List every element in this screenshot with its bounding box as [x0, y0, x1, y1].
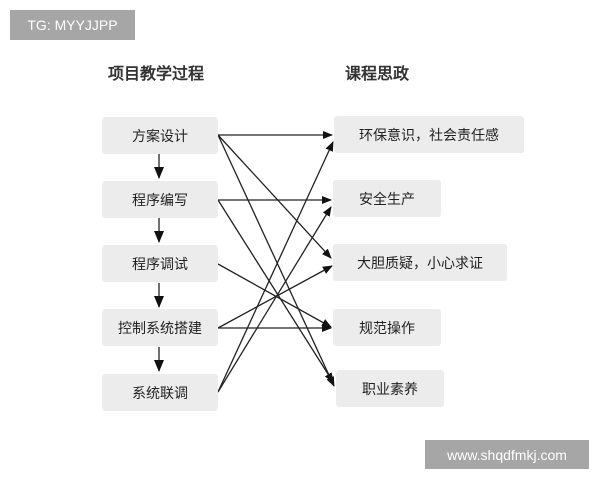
map-arrow-L5-R2 [217, 206, 332, 393]
map-arrow-L4-R3 [217, 265, 333, 329]
right-node-bold-questioning: 大胆质疑，小心求证 [333, 244, 507, 281]
map-arrow-L5-R1 [217, 141, 334, 393]
watermark-bottom-right: www.shqdfmkj.com [425, 440, 589, 469]
right-node-professionalism: 职业素养 [336, 370, 444, 407]
map-arrow-L3-R4 [217, 263, 332, 328]
watermark-top-left: TG: MYYJJPP [10, 10, 135, 40]
right-node-standard-operation: 规范操作 [333, 309, 441, 346]
map-arrow-L1-R3 [217, 134, 332, 259]
left-node-programming: 程序编写 [102, 181, 218, 218]
right-node-environment-responsibility: 环保意识，社会责任感 [334, 116, 524, 153]
right-column-title: 课程思政 [345, 64, 410, 83]
map-arrow-L2-R5 [217, 199, 334, 383]
left-node-system-build: 控制系统搭建 [102, 309, 218, 346]
right-node-safe-production: 安全生产 [333, 180, 441, 217]
left-node-plan-design: 方案设计 [102, 117, 218, 154]
left-node-debugging: 程序调试 [102, 245, 218, 282]
left-node-integration: 系统联调 [102, 374, 218, 411]
map-arrow-L1-R5 [217, 134, 335, 387]
left-column-title: 项目教学过程 [108, 64, 205, 83]
